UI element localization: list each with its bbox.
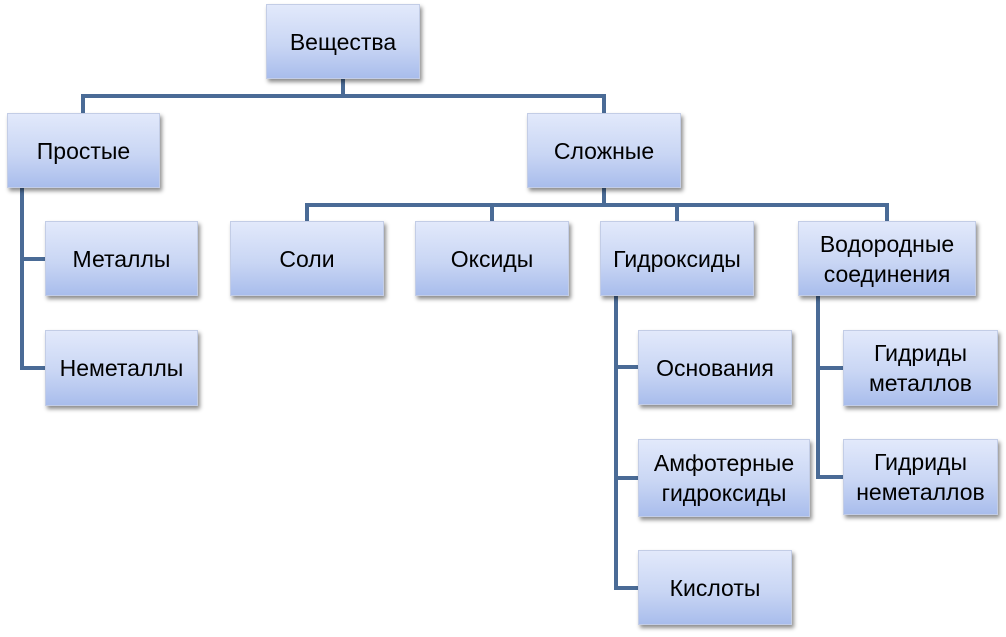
node-hydrogen-compounds: Водородные соединения [798, 221, 976, 296]
node-nonmetals-label: Неметаллы [59, 355, 184, 381]
node-oxides: Оксиды [415, 221, 569, 296]
node-oxides-label: Оксиды [450, 245, 534, 272]
node-hydrogen-compounds-line1: Водородные [819, 230, 955, 257]
node-amphoteric-hydroxides-label: Амфотерные гидроксиды [654, 448, 794, 508]
node-bases-label: Основания [656, 354, 774, 381]
node-complex-label: Сложные [553, 137, 655, 164]
node-hydrogen-compounds-label: Водородные соединения [820, 229, 954, 289]
node-substances: Вещества [266, 4, 420, 79]
node-acids-label: Кислоты [669, 574, 761, 601]
node-hydroxides-label: Гидроксиды [613, 245, 741, 272]
node-metals-label: Металлы [72, 245, 171, 272]
node-metal-hydrides-line2: металлов [868, 370, 973, 396]
node-hydroxides: Гидроксиды [600, 221, 754, 296]
node-bases: Основания [638, 330, 792, 405]
node-nonmetals: Неметаллы [45, 330, 198, 406]
node-acids: Кислоты [638, 550, 792, 625]
node-amphoteric-line2: гидроксиды [661, 480, 787, 506]
node-metals: Металлы [45, 221, 198, 296]
node-salts-label: Соли [279, 245, 335, 272]
node-nonmetal-hydrides: Гидриды неметаллов [843, 439, 998, 515]
node-nonmetal-hydrides-label: Гидриды неметаллов [856, 447, 985, 507]
node-complex: Сложные [527, 113, 681, 188]
node-nonmetal-hydrides-line2: неметаллов [856, 479, 985, 505]
node-hydrogen-compounds-line2: соединения [823, 260, 951, 287]
node-metal-hydrides: Гидриды металлов [843, 330, 998, 406]
node-metal-hydrides-line1: Гидриды [873, 340, 968, 366]
node-salts: Соли [230, 221, 384, 296]
node-amphoteric-hydroxides: Амфотерные гидроксиды [638, 439, 810, 517]
node-nonmetal-hydrides-line1: Гидриды [873, 449, 967, 475]
node-substances-label: Вещества [289, 28, 397, 55]
node-metal-hydrides-label: Гидриды металлов [869, 338, 972, 398]
node-simple-label: Простые [36, 137, 131, 164]
node-simple: Простые [7, 113, 160, 188]
node-amphoteric-line1: Амфотерные [653, 450, 795, 476]
